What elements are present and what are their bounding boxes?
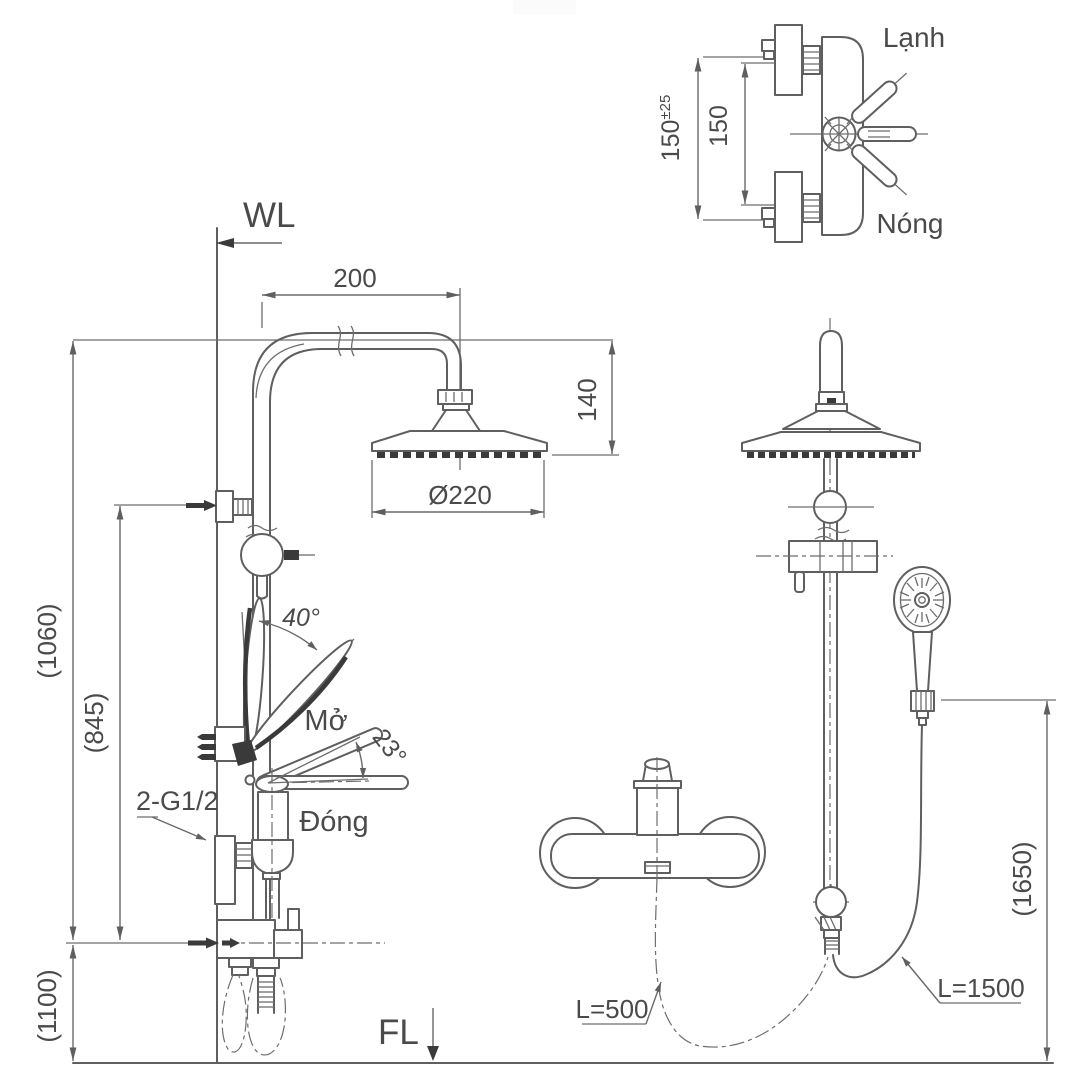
shower-arm-pipe: [252, 325, 462, 921]
short-hose-callout: L=500: [575, 981, 662, 1025]
wall-line-label: WL: [243, 196, 296, 235]
handle-hub-spokes: [823, 116, 855, 152]
dim-riser-height-label: (1060): [32, 603, 62, 678]
dim-head-diameter-label: Ø220: [428, 480, 492, 510]
pipe-break-marks: [337, 325, 355, 357]
short-hose-label: L=500: [575, 994, 648, 1024]
dim-arm-reach-label: 200: [333, 263, 376, 293]
riser-bottom-connector: [813, 884, 849, 955]
head-profile-front: [741, 431, 921, 452]
dim-head-diameter: Ø220: [371, 460, 545, 518]
head-profile: [371, 430, 548, 452]
spray-pattern: [899, 576, 945, 624]
dim-arm-reach: 200: [261, 263, 460, 328]
upper-inlet-arrow: [186, 500, 217, 511]
mixer-body-side: [257, 791, 289, 841]
front-view: (1650) L=500 L=1500: [539, 318, 1056, 1061]
riser-ball-joint: [788, 490, 874, 524]
dim-outlet-height: (1100): [32, 942, 190, 1061]
dim-riser-height: (1060): [32, 341, 77, 940]
thread-label: 2-G1/2: [136, 786, 219, 816]
angle-handshower: 40°: [258, 604, 320, 651]
dim-head-drop-label: 140: [572, 378, 602, 421]
hand-shower-side: [197, 597, 355, 766]
outlet-housing: [188, 908, 385, 1056]
mixer-valve-front: [539, 757, 766, 889]
mixer-handle: [790, 72, 928, 196]
handshower-hose: [832, 724, 923, 979]
watermark-artifact: [513, 0, 576, 14]
overhead-shower-head-side: [371, 389, 548, 458]
floor-arrow: [427, 1008, 439, 1061]
long-hose-callout: L=1500: [901, 956, 1025, 1004]
lower-wall-union: [214, 835, 253, 905]
spray-direction-arrows: [197, 734, 216, 760]
wall-line-arrow: [216, 238, 282, 248]
dim-spacing-outer-label: 150±25: [657, 95, 685, 162]
riser-break: [817, 526, 850, 534]
cold-supply-union: [761, 24, 821, 96]
thread-callout: 2-G1/2: [136, 786, 219, 841]
slider-holder: [756, 540, 893, 593]
angle-handshower-label: 40°: [282, 604, 320, 632]
dim-outlet-height-label: (1100): [32, 969, 62, 1042]
head-nut: [437, 389, 473, 405]
hose-loop-right: [246, 977, 287, 1056]
close-label: Đóng: [299, 806, 368, 838]
upper-wall-union: [186, 490, 253, 523]
dim-bracket-height-label: (845): [79, 693, 109, 754]
holder-pin: [794, 571, 805, 593]
hose-spring-front: [824, 937, 840, 955]
lower-inlet-arrow: [188, 937, 219, 949]
hot-label: Nóng: [877, 208, 944, 239]
dim-handshower-height: (1650): [941, 699, 1056, 1061]
handle-position-mid: [857, 126, 917, 142]
side-view: WL (1060) (845) (1100): [32, 196, 1054, 1064]
dim-head-drop: 140: [552, 341, 619, 456]
hose-spring: [257, 976, 275, 1014]
handshower-connector: [232, 740, 257, 766]
long-hose-label: L=1500: [937, 973, 1024, 1003]
hot-supply-union: [761, 171, 821, 243]
floor-line-label: FL: [378, 1013, 419, 1052]
open-label: Mở: [304, 705, 347, 737]
dim-bracket-height: (845): [79, 504, 186, 940]
overhead-shower-front: [741, 330, 921, 458]
head-cone: [431, 409, 481, 432]
slider-ball-joint: [240, 524, 315, 600]
hose-loop-left: [221, 974, 247, 1053]
dim-handshower-height-label: (1650): [1007, 841, 1037, 916]
mixer-to-riser-hose: [654, 877, 829, 1048]
mixer-valve-side: [244, 727, 409, 940]
dim-spacing-inner-label: 150: [705, 105, 733, 147]
handshower-handle: [912, 631, 933, 692]
mixer-rear-view: 150±25 150: [657, 22, 945, 243]
cold-label: Lạnh: [883, 22, 945, 53]
hand-shower-front: [893, 566, 951, 726]
dim-spacing-outer: 150±25: [657, 58, 702, 219]
